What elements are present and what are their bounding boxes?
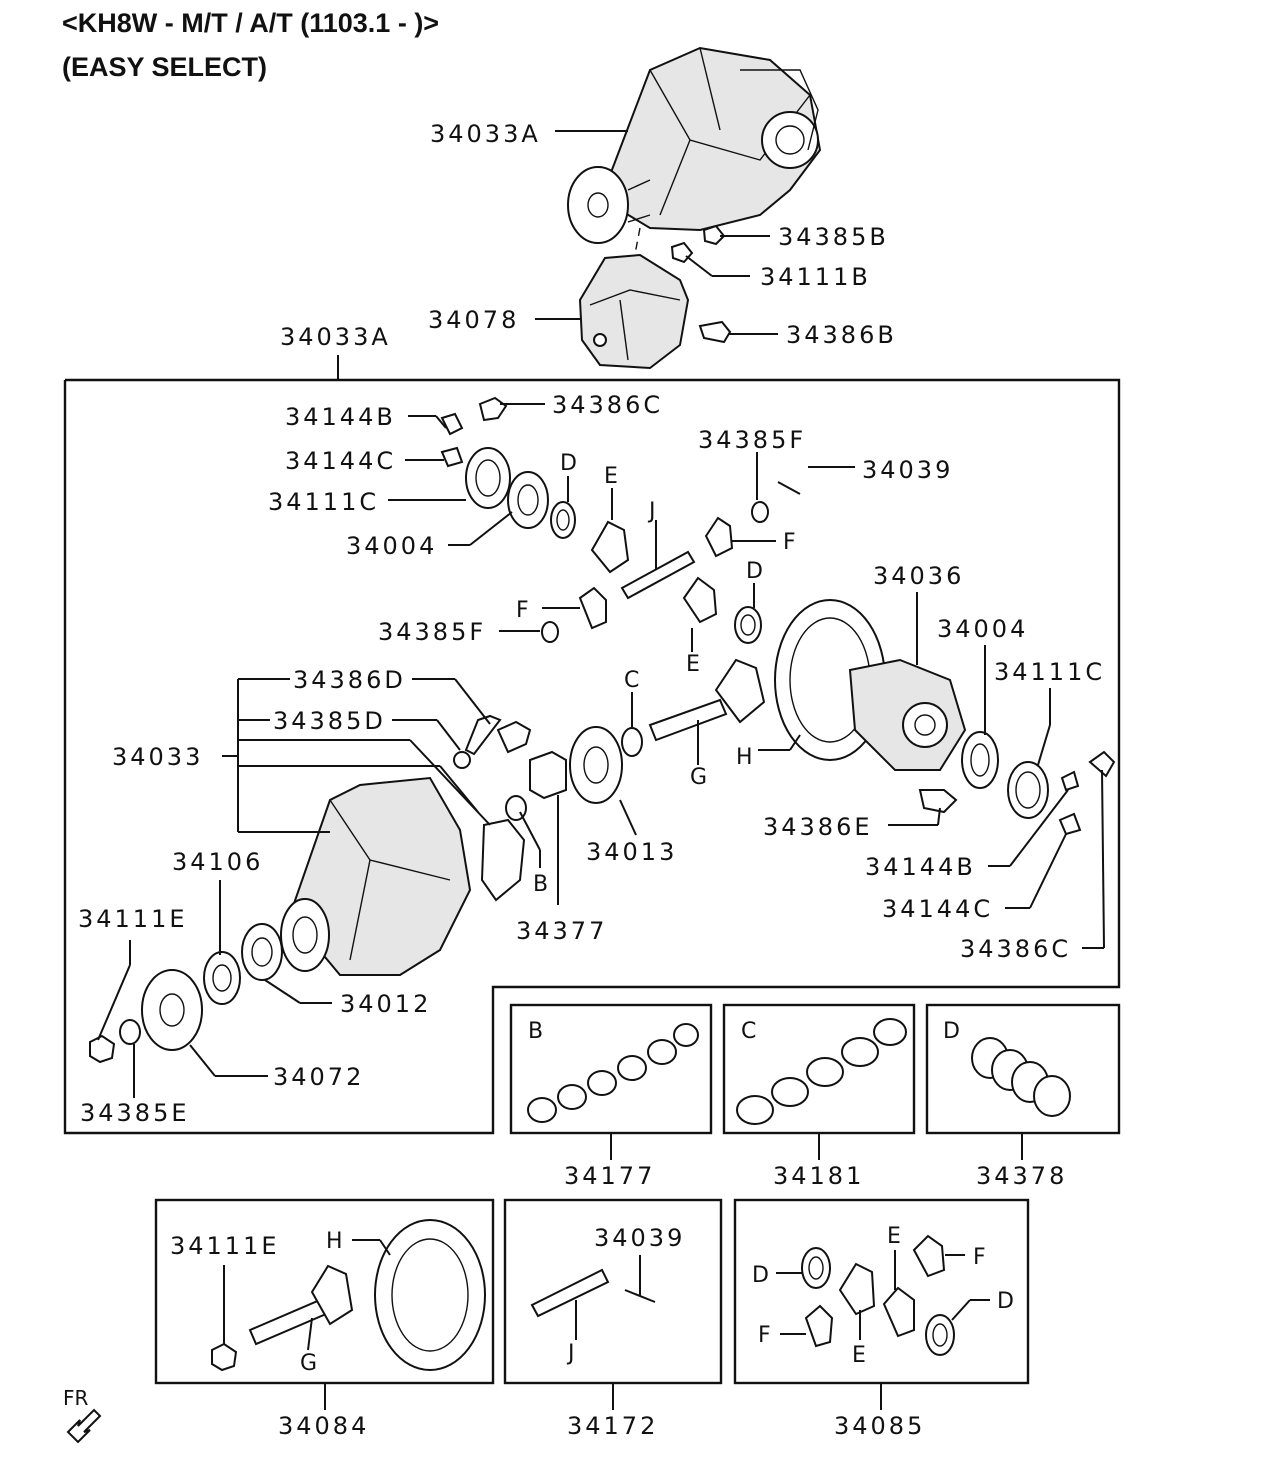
part-drawings bbox=[89, 46, 1116, 1372]
label-34181: 34181 bbox=[773, 1162, 864, 1190]
label-34072: 34072 bbox=[273, 1063, 364, 1091]
front-direction-indicator: FR bbox=[63, 1386, 102, 1444]
label-34386C-lower: 34386C bbox=[960, 935, 1071, 963]
box-ref-b: B bbox=[528, 1019, 543, 1044]
pinion-kit-drawing bbox=[801, 1234, 955, 1356]
model-header: <KH8W - M/T / A/T (1103.1 - )> bbox=[62, 8, 439, 38]
ref-e-box-upper: E bbox=[887, 1224, 901, 1249]
gear-set-drawing bbox=[211, 1219, 486, 1372]
ref-d-upper: D bbox=[560, 451, 577, 476]
shaft-pin-drawing bbox=[530, 1268, 656, 1318]
ref-j-box: J bbox=[566, 1341, 575, 1366]
shim-stack-b bbox=[527, 1023, 699, 1123]
ref-f-mid: F bbox=[516, 598, 529, 623]
ref-c: C bbox=[624, 668, 639, 693]
spider-gear-group bbox=[541, 481, 801, 644]
label-34012: 34012 bbox=[340, 990, 431, 1018]
front-flange-group bbox=[89, 923, 283, 1064]
diff-case-ring-gear bbox=[774, 599, 1116, 836]
label-34385F-upper: 34385F bbox=[698, 426, 806, 454]
ref-d-mid: D bbox=[746, 559, 763, 584]
label-34078: 34078 bbox=[428, 306, 519, 334]
label-34144B-upper: 34144B bbox=[285, 403, 396, 431]
ref-h-box: H bbox=[326, 1229, 343, 1254]
label-34111E-box: 34111E bbox=[170, 1232, 280, 1260]
ref-f-box-right: F bbox=[973, 1245, 986, 1270]
label-34177: 34177 bbox=[564, 1162, 655, 1190]
label-34385D: 34385D bbox=[273, 707, 386, 735]
label-34386D: 34386D bbox=[293, 666, 406, 694]
label-34385F-mid: 34385F bbox=[378, 618, 486, 646]
ref-e-upper: E bbox=[604, 464, 618, 489]
ref-j-upper: J bbox=[647, 499, 656, 524]
ref-e-box-lower: E bbox=[852, 1343, 866, 1368]
label-34013: 34013 bbox=[586, 838, 677, 866]
label-34385B: 34385B bbox=[778, 223, 889, 251]
fr-arrow-icon bbox=[66, 1408, 102, 1444]
label-34111C-right: 34111C bbox=[994, 658, 1105, 686]
label-34085: 34085 bbox=[834, 1412, 925, 1440]
shim-stack-d bbox=[971, 1037, 1071, 1117]
label-34144C-upper: 34144C bbox=[285, 447, 396, 475]
mount-bracket bbox=[578, 227, 732, 370]
label-34039-upper: 34039 bbox=[862, 456, 953, 484]
label-34144C-lower: 34144C bbox=[882, 895, 993, 923]
label-34033A-top: 34033A bbox=[430, 120, 541, 148]
label-34036: 34036 bbox=[873, 562, 964, 590]
label-34172: 34172 bbox=[567, 1412, 658, 1440]
label-34106: 34106 bbox=[172, 848, 263, 876]
main-assembly-frame bbox=[63, 378, 1121, 1135]
label-34111B: 34111B bbox=[760, 263, 871, 291]
label-34377: 34377 bbox=[516, 917, 607, 945]
label-34111E-left: 34111E bbox=[78, 905, 188, 933]
reference-letters: D E J F D F E C H G B B C D H G J E D F … bbox=[300, 451, 1014, 1376]
label-34378: 34378 bbox=[976, 1162, 1067, 1190]
drive-pinion bbox=[453, 658, 766, 804]
fr-label: FR bbox=[63, 1386, 89, 1410]
ref-h: H bbox=[736, 745, 753, 770]
shim-stack-c bbox=[736, 1018, 907, 1125]
part-number-labels: 34033A 34385B 34111B 34078 34386B 34033A… bbox=[78, 120, 1105, 1440]
ref-g: G bbox=[690, 765, 707, 790]
label-34111C-upper: 34111C bbox=[268, 488, 379, 516]
label-34084: 34084 bbox=[278, 1412, 369, 1440]
ref-f-upper: F bbox=[783, 530, 796, 555]
label-34386C-upper: 34386C bbox=[552, 391, 663, 419]
ref-b: B bbox=[533, 872, 548, 897]
axle-housing bbox=[280, 750, 567, 976]
label-34033A-box: 34033A bbox=[280, 323, 391, 351]
label-34385E: 34385E bbox=[80, 1099, 190, 1127]
label-34039-box: 34039 bbox=[594, 1224, 685, 1252]
ref-d-box-right: D bbox=[997, 1289, 1014, 1314]
label-34386E: 34386E bbox=[763, 813, 873, 841]
ref-f-box-left: F bbox=[758, 1323, 771, 1348]
ref-d-box-left: D bbox=[752, 1263, 769, 1288]
frame-pinion-kit bbox=[733, 1198, 1030, 1385]
label-34004-right: 34004 bbox=[937, 615, 1028, 643]
label-34004-left: 34004 bbox=[346, 532, 437, 560]
box-ref-d: D bbox=[943, 1019, 960, 1044]
ref-g-box: G bbox=[300, 1351, 317, 1376]
variant-header: (EASY SELECT) bbox=[62, 52, 267, 82]
label-34144B-lower: 34144B bbox=[865, 853, 976, 881]
label-34386B: 34386B bbox=[786, 321, 897, 349]
leader-lines bbox=[97, 130, 1105, 1410]
ref-e-mid: E bbox=[686, 652, 700, 677]
left-bearing-group bbox=[440, 396, 576, 539]
carrier-assembly-top bbox=[567, 46, 822, 264]
label-34033: 34033 bbox=[112, 743, 203, 771]
box-ref-c: C bbox=[741, 1019, 756, 1044]
